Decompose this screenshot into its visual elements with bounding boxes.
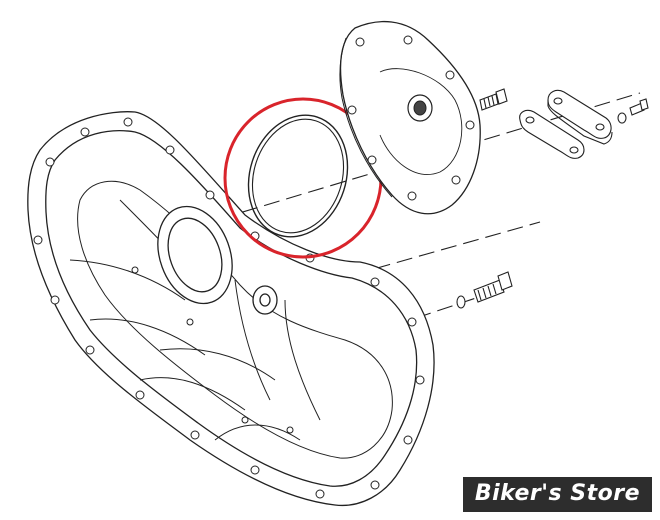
store-watermark: Biker's Store [462,477,652,512]
primary-cover-housing [27,111,435,507]
washer [617,112,627,124]
adjuster-screw [479,88,508,111]
small-screw [629,102,645,116]
o-ring-inner [251,118,345,234]
cover-ribs [69,199,321,441]
plate-screw-holes [347,35,475,201]
inspection-cover-plate [339,20,481,215]
gasket [519,109,585,159]
cover-hub-inner [167,217,223,293]
cover-boss-hole [259,293,271,307]
lower-bolt-assembly [456,271,513,309]
plate-body [339,20,481,215]
locking-plate [547,89,613,145]
lower-washer [456,295,466,309]
washer-and-screw [617,98,649,124]
o-ring-outer [247,114,349,238]
o-ring-seal [247,114,349,238]
plate-dimple-ring [379,68,463,175]
plate-edge [339,37,393,198]
plate-center-hole [413,100,427,116]
